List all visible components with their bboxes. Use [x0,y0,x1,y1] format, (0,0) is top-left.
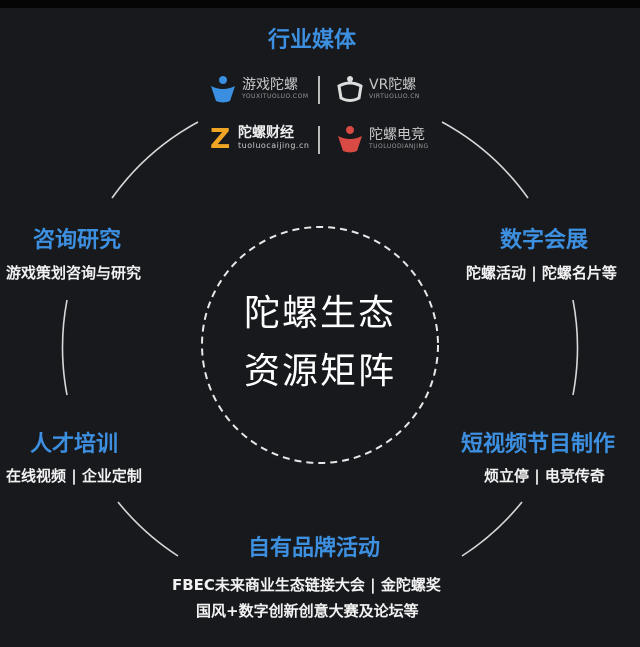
logo-url: tuoluocaijing.cn [238,141,310,150]
blue-top-icon [211,76,235,103]
logo-name: VR陀螺 [369,77,417,93]
logo-name: 陀螺财经 [238,125,294,141]
ring-arc-left [61,299,68,396]
ring-arc-bottom-right [461,501,523,557]
logo-name: 游戏陀螺 [242,77,298,93]
brand-sub-1: FBEC未来商业生态链接大会 | 金陀螺奖 [172,576,441,594]
z-letter-icon: Z [210,124,230,152]
media-title: 行业媒体 [268,28,357,53]
brand-sub-2: 国风+数字创新创意大赛及论坛等 [196,602,419,620]
video-title: 短视频节目制作 [461,432,616,457]
brand-title: 自有品牌活动 [248,536,381,561]
red-top-icon [338,126,362,153]
talent-title: 人才培训 [30,432,119,457]
consulting-sub: 游戏策划咨询与研究 [6,264,142,282]
logo-url: YOUXITUOLUO.COM [242,93,309,100]
vr-headset-icon [337,76,363,102]
logo-separator [318,76,320,104]
logo-url: VIRTUOLUO.CN [369,93,420,100]
exhibition-sub: 陀螺活动 | 陀螺名片等 [466,264,617,282]
svg-text:Z: Z [210,124,230,152]
center-label: 陀螺生态 资源矩阵 [220,285,420,401]
inner-dashed-ring [201,226,439,464]
video-sub: 烦立停 | 电竞传奇 [484,467,605,485]
center-line-1: 陀螺生态 [243,293,396,334]
ring-arc-bottom-left [117,501,179,557]
logo-name: 陀螺电竞 [369,127,425,143]
logo-url: TUOLUODIANJING [369,143,429,150]
consulting-title: 咨询研究 [33,228,122,253]
ring-arc-top-right [441,121,529,199]
ring-arc-top-left [111,121,199,199]
logo-separator [318,126,320,154]
center-line-2: 资源矩阵 [243,351,396,392]
top-bar [0,0,640,8]
talent-sub: 在线视频 | 企业定制 [6,467,142,485]
ring-arc-right [572,299,579,396]
exhibition-title: 数字会展 [500,228,589,253]
